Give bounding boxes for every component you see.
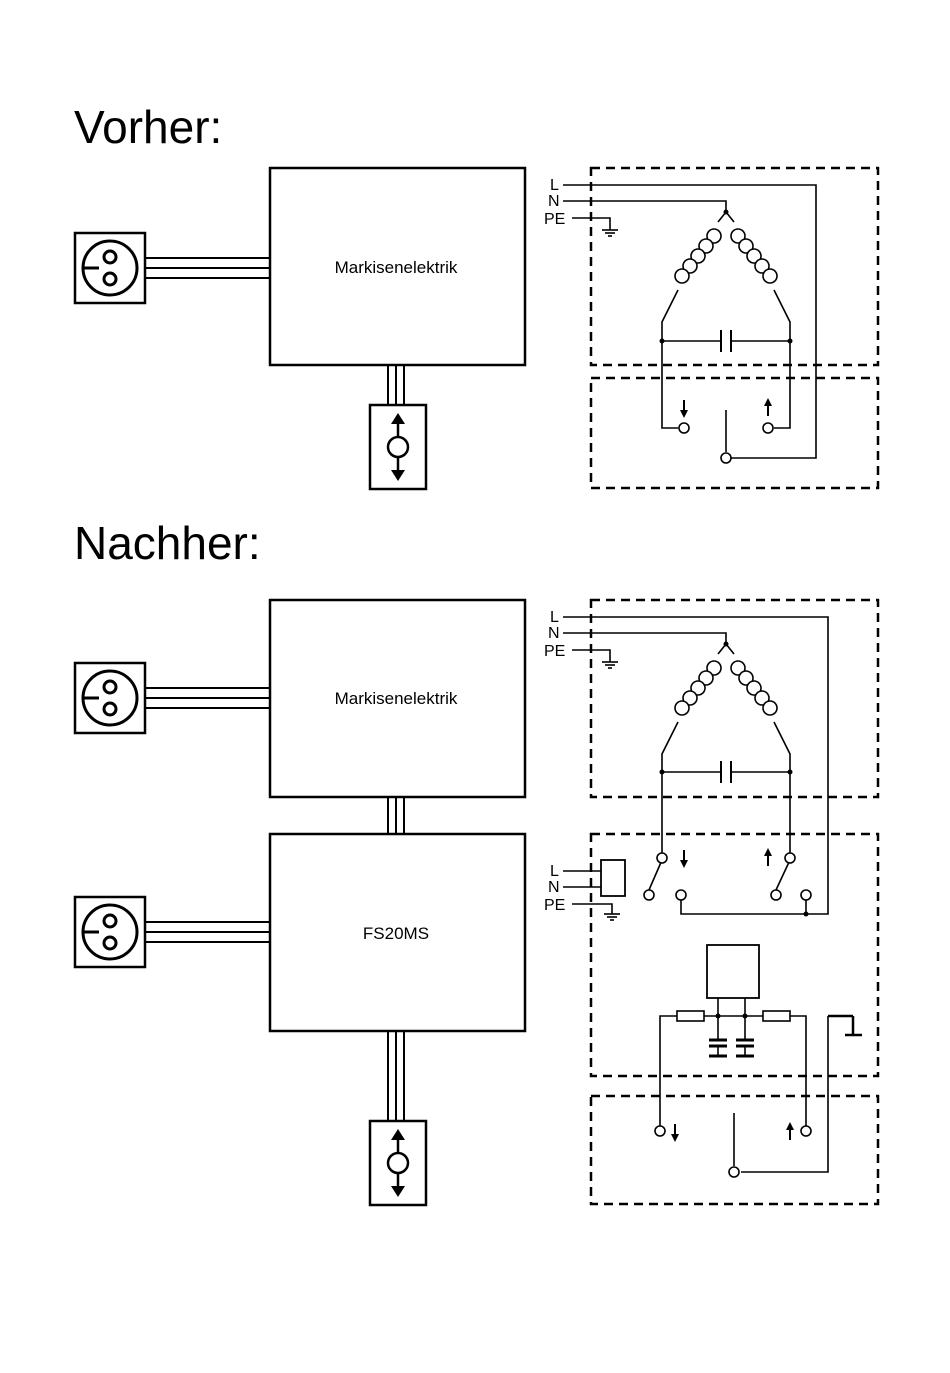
- terminal-n: N: [548, 879, 560, 896]
- capacitor-icon: [709, 1040, 754, 1056]
- terminal-n: N: [548, 193, 560, 210]
- markise-label-after: Markisenelektrik: [335, 689, 458, 708]
- switch-contacts: [655, 1126, 811, 1177]
- fs20ms-label: FS20MS: [363, 924, 429, 943]
- capacitor-icon: [721, 330, 731, 352]
- motor-dashed-box: [591, 168, 878, 365]
- arrow-down-icon: [680, 850, 688, 868]
- markise-label-before: Markisenelektrik: [335, 258, 458, 277]
- up-down-switch-icon: [370, 405, 426, 489]
- arrow-down-icon: [671, 1124, 679, 1142]
- before-wires: [563, 185, 816, 458]
- power-socket-icon: [75, 897, 145, 967]
- ground-icon: [602, 230, 618, 236]
- arrow-up-icon: [786, 1122, 794, 1140]
- socket-cable: [145, 258, 270, 278]
- terminal-n: N: [548, 625, 560, 642]
- ground-icon: [604, 914, 620, 920]
- arrow-up-icon: [764, 848, 772, 866]
- socket-cable-2: [145, 922, 270, 942]
- ground-icon: [602, 662, 618, 668]
- terminal-pe: PE: [544, 643, 565, 660]
- electronics-wires: [660, 998, 828, 1172]
- relay-contacts: [644, 853, 811, 900]
- up-down-switch-icon: [370, 1121, 426, 1205]
- module-block: [707, 945, 759, 998]
- ground-icon: [828, 1016, 862, 1035]
- switch-dashed-box: [591, 378, 878, 488]
- switch-cable: [388, 365, 404, 405]
- relay-switch-wires: [649, 860, 806, 914]
- arrow-up-icon: [764, 398, 772, 416]
- motor-coil-icon: [675, 661, 777, 715]
- power-socket-icon: [75, 663, 145, 733]
- capacitor-icon: [721, 761, 731, 783]
- motor-dashed-box: [591, 600, 878, 797]
- inter-box-cable: [388, 797, 404, 834]
- terminal-pe: PE: [544, 211, 565, 228]
- terminal-pe: PE: [544, 897, 565, 914]
- relay-icon: [601, 860, 625, 896]
- before-section: Markisenelektrik L N PE: [75, 168, 878, 489]
- power-socket-icon: [75, 233, 145, 303]
- socket-cable-1: [145, 688, 270, 708]
- motor-coil-icon: [675, 229, 777, 283]
- after-section: Markisenelektrik FS20MS L N PE: [75, 600, 878, 1205]
- arrow-down-icon: [680, 400, 688, 418]
- switch-cable: [388, 1031, 404, 1121]
- terminal-l: L: [550, 609, 559, 626]
- terminal-l: L: [550, 177, 559, 194]
- terminal-l: L: [550, 863, 559, 880]
